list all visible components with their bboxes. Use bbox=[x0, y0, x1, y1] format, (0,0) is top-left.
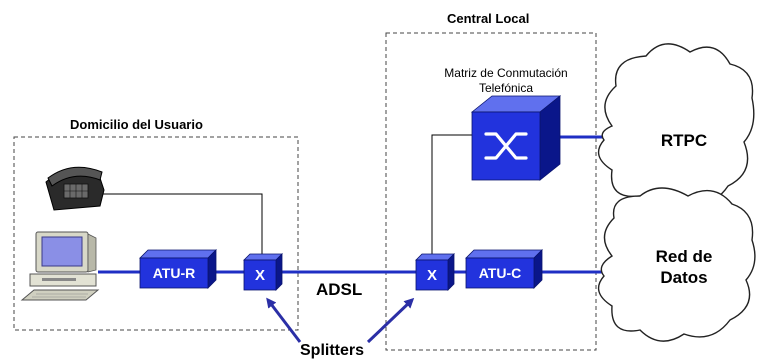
central-title: Central Local bbox=[447, 11, 530, 26]
switching-matrix-cube bbox=[470, 95, 562, 181]
atu-r-box bbox=[139, 249, 217, 289]
domicilio-boundary bbox=[13, 136, 299, 331]
splitter-arrow-left bbox=[266, 297, 302, 343]
matrix-to-splitter-line bbox=[431, 134, 472, 260]
splitter-arrow-right bbox=[366, 297, 415, 344]
atu-c-box bbox=[465, 249, 543, 289]
domicilio-title: Domicilio del Usuario bbox=[70, 117, 203, 132]
matriz-label-line2: Telefónica bbox=[478, 81, 534, 95]
crossover-symbol-icon bbox=[484, 132, 528, 160]
atu-r-label: ATU-R bbox=[152, 265, 196, 281]
splitter-central-box bbox=[415, 253, 455, 291]
telephone-icon bbox=[45, 166, 105, 211]
computer-icon bbox=[20, 231, 100, 301]
rtpc-cloud bbox=[597, 43, 755, 208]
red-de-datos-cloud bbox=[597, 187, 756, 342]
matriz-label-line1: Matriz de Conmutación bbox=[444, 66, 568, 80]
adsl-label: ADSL bbox=[316, 280, 363, 299]
red-datos-cloud-label-line1: Red de bbox=[655, 247, 713, 266]
atu-c-label: ATU-C bbox=[478, 265, 522, 281]
rtpc-cloud-label: RTPC bbox=[660, 131, 708, 150]
splitters-label: Splitters bbox=[300, 342, 365, 359]
splitter-user-label: X bbox=[254, 266, 265, 284]
central-boundary bbox=[385, 32, 597, 351]
splitter-user-box bbox=[243, 253, 283, 291]
splitter-central-label: X bbox=[426, 266, 437, 284]
red-datos-cloud-label-line2: Datos bbox=[660, 268, 708, 287]
phone-line bbox=[98, 193, 263, 260]
